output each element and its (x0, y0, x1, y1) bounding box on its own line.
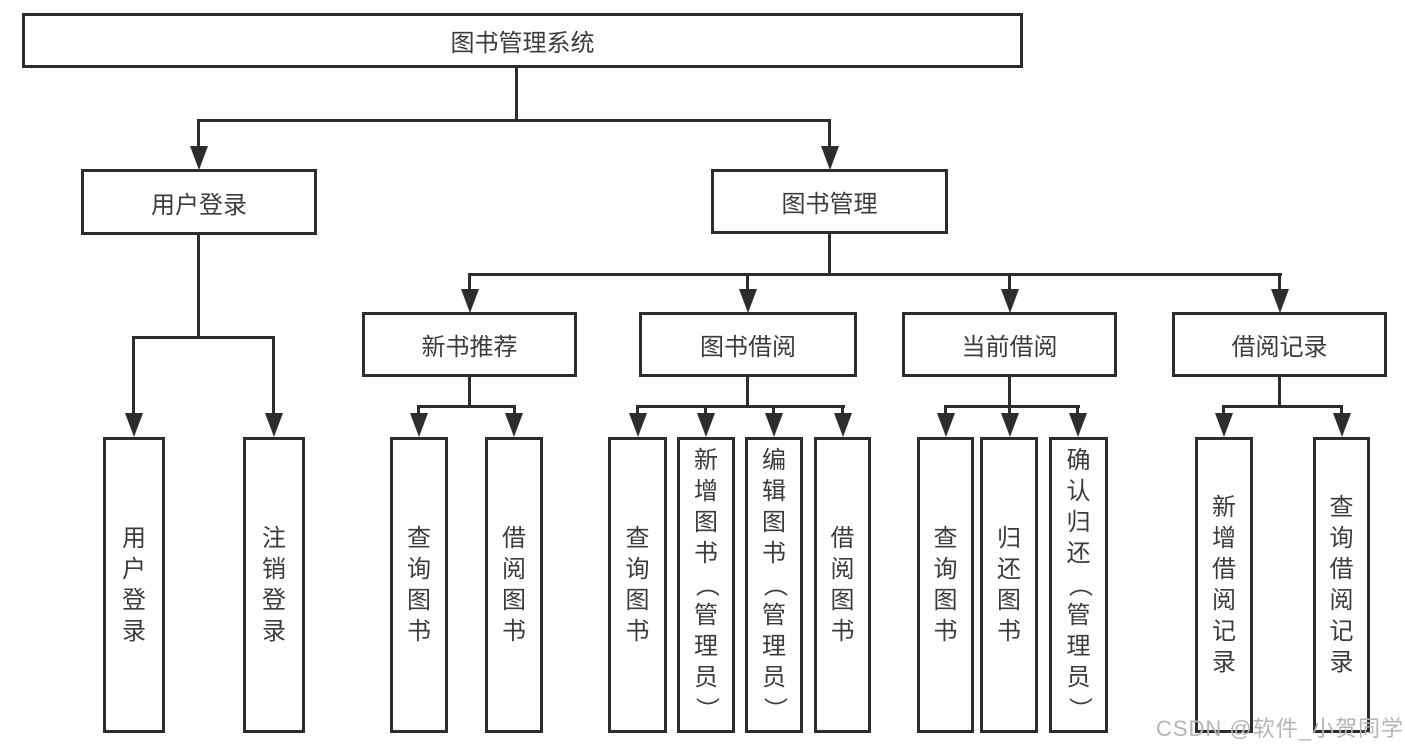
connector-leaf-shaft (1008, 405, 1011, 415)
arrowhead-down-icon (1001, 289, 1019, 313)
leaf-query-books-current: 查询图书 (917, 437, 974, 733)
connector-current-branch (944, 405, 1080, 408)
node-book-borrowing-label: 图书借阅 (700, 334, 796, 361)
connector-book-management-branch (468, 273, 1282, 276)
connector-recommend-trunk (468, 377, 471, 407)
arrowhead-down-icon (739, 289, 757, 313)
node-book-management: 图书管理 (711, 169, 948, 234)
leaf-add-books-admin-label: 新增图书（管理员） (693, 447, 720, 722)
node-root: 图书管理系统 (22, 13, 1023, 68)
leaf-user-login-label: 用户登录 (122, 524, 146, 645)
arrowhead-down-icon (461, 289, 479, 313)
arrowhead-down-icon (821, 146, 839, 170)
arrowhead-down-icon (629, 413, 647, 437)
connector-leaf-shaft (272, 336, 275, 413)
connector-root-trunk (515, 68, 518, 119)
arrowhead-down-icon (1215, 413, 1233, 437)
leaf-query-books-current-label: 查询图书 (933, 524, 958, 645)
connector-leaf-shaft (132, 336, 135, 413)
connector-level3-shaft (1008, 273, 1011, 289)
connector-recommend-branch (417, 405, 516, 408)
leaf-query-books-borrowing-label: 查询图书 (625, 524, 650, 645)
node-borrowing-records-label: 借阅记录 (1231, 334, 1328, 361)
connector-records-trunk (1278, 377, 1281, 407)
connector-user-login-shaft (197, 119, 200, 146)
leaf-logout-login: 注销登录 (243, 437, 305, 733)
leaf-edit-books-admin-label: 编辑图书（管理员） (761, 447, 788, 722)
leaf-borrow-books-recommend-label: 借阅图书 (502, 524, 526, 645)
connector-user-login-trunk (197, 234, 200, 338)
watermark: CSDN @软件_小贺同学 (1155, 716, 1404, 741)
connector-current-trunk (1008, 377, 1011, 407)
arrowhead-down-icon (190, 146, 208, 170)
leaf-add-books-admin: 新增图书（管理员） (677, 437, 735, 733)
connector-leaf-shaft (772, 405, 775, 415)
connector-book-management-shaft (828, 119, 831, 146)
connector-leaf-shaft (944, 405, 947, 415)
leaf-query-books-borrowing: 查询图书 (608, 437, 667, 733)
connector-level3-shaft (746, 273, 749, 289)
leaf-edit-books-admin: 编辑图书（管理员） (745, 437, 803, 733)
connector-leaf-shaft (704, 405, 707, 415)
leaf-return-books-label: 归还图书 (997, 524, 1021, 645)
node-user-login-label: 用户登录 (151, 191, 247, 219)
node-new-book-recommendation-label: 新书推荐 (421, 334, 518, 361)
leaf-return-books: 归还图书 (980, 437, 1038, 733)
arrowhead-down-icon (265, 413, 283, 437)
connector-borrowing-branch (636, 405, 845, 408)
arrowhead-down-icon (765, 413, 783, 437)
leaf-borrow-books-recommend: 借阅图书 (485, 437, 543, 733)
node-borrowing-records: 借阅记录 (1172, 312, 1387, 377)
arrowhead-down-icon (505, 413, 523, 437)
connector-borrowing-trunk (746, 377, 749, 407)
connector-leaf-shaft (1340, 405, 1343, 415)
connector-leaf-shaft (417, 405, 420, 415)
arrowhead-down-icon (697, 413, 715, 437)
arrowhead-down-icon (410, 413, 428, 437)
leaf-add-borrow-record: 新增借阅记录 (1195, 437, 1253, 733)
leaf-borrow-books-borrowing: 借阅图书 (814, 437, 871, 733)
leaf-query-borrow-record: 查询借阅记录 (1313, 437, 1370, 733)
arrowhead-down-icon (125, 413, 143, 437)
leaf-query-books-recommend: 查询图书 (390, 437, 448, 733)
connector-root-branch (197, 119, 831, 122)
connector-records-branch (1222, 405, 1343, 408)
arrowhead-down-icon (1271, 289, 1289, 313)
leaf-borrow-books-borrowing-label: 借阅图书 (830, 524, 855, 645)
leaf-add-borrow-record-label: 新增借阅记录 (1212, 493, 1236, 676)
leaf-confirm-return-admin-label: 确认归还（管理员） (1065, 447, 1093, 722)
connector-level3-shaft (468, 273, 471, 289)
connector-level3-shaft (1278, 273, 1281, 289)
node-book-management-label: 图书管理 (781, 191, 878, 218)
arrowhead-down-icon (1001, 413, 1019, 437)
node-current-borrowing: 当前借阅 (902, 312, 1117, 377)
connector-leaf-shaft (513, 405, 516, 415)
leaf-confirm-return-admin: 确认归还（管理员） (1049, 437, 1108, 733)
node-book-borrowing: 图书借阅 (639, 312, 857, 377)
connector-user-login-branch (132, 336, 275, 339)
leaf-query-borrow-record-label: 查询借阅记录 (1329, 493, 1354, 676)
leaf-query-books-recommend-label: 查询图书 (407, 524, 431, 645)
arrowhead-down-icon (834, 413, 852, 437)
connector-leaf-shaft (1222, 405, 1225, 415)
arrowhead-down-icon (1333, 413, 1351, 437)
connector-book-management-trunk (828, 234, 831, 275)
connector-leaf-shaft (636, 405, 639, 415)
connector-leaf-shaft (1076, 405, 1079, 415)
connector-leaf-shaft (841, 405, 844, 415)
node-user-login: 用户登录 (81, 169, 317, 235)
node-root-label: 图书管理系统 (450, 30, 595, 57)
leaf-user-login: 用户登录 (103, 437, 165, 733)
arrowhead-down-icon (937, 413, 955, 437)
node-new-book-recommendation: 新书推荐 (362, 312, 577, 377)
arrowhead-down-icon (1069, 413, 1087, 437)
leaf-logout-login-label: 注销登录 (262, 524, 286, 645)
node-current-borrowing-label: 当前借阅 (961, 334, 1058, 361)
